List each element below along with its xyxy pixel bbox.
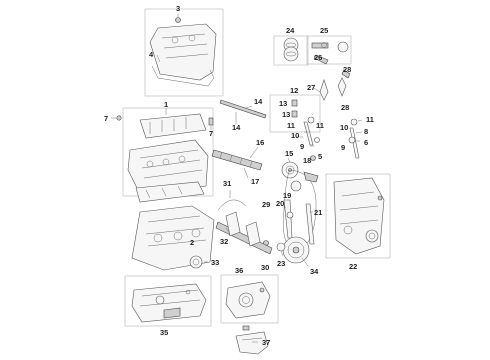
cylinder-head-cover-group — [144, 8, 224, 97]
callout-4: 4 — [149, 50, 154, 59]
callout-26: 26 — [314, 53, 322, 62]
callout-7b: 7 — [209, 129, 213, 138]
callout-29: 29 — [262, 200, 270, 209]
callout-9: 9 — [300, 142, 304, 151]
callout-11c: 11 — [366, 115, 374, 124]
callout-16: 16 — [256, 138, 264, 147]
callout-3: 3 — [176, 4, 180, 13]
callout-5: 5 — [318, 152, 322, 161]
callout-9b: 9 — [341, 143, 345, 152]
callout-33: 33 — [211, 258, 219, 267]
callout-20: 20 — [276, 199, 284, 208]
valve-train-group — [269, 35, 363, 161]
callout-14b: 14 — [232, 123, 241, 132]
callout-13b: 13 — [282, 110, 290, 119]
callout-22: 22 — [349, 262, 357, 271]
callout-23: 23 — [277, 259, 285, 268]
timing-group — [263, 157, 319, 267]
callout-31: 31 — [223, 179, 231, 188]
callout-19: 19 — [283, 191, 291, 200]
cylinder-head-group — [111, 99, 267, 197]
callout-32: 32 — [220, 237, 228, 246]
callout-10b: 10 — [340, 123, 348, 132]
callout-24: 24 — [286, 26, 295, 35]
callout-34: 34 — [310, 267, 319, 276]
timing-cover-group — [325, 173, 391, 259]
oil-pump-group — [220, 274, 279, 324]
callout-30: 30 — [261, 263, 269, 272]
callout-27: 27 — [307, 83, 315, 92]
callout-17: 17 — [251, 177, 259, 186]
callout-36: 36 — [235, 266, 243, 275]
callout-35: 35 — [160, 328, 168, 337]
callout-6: 6 — [364, 138, 368, 147]
callout-10: 10 — [291, 131, 299, 140]
callout-21: 21 — [314, 208, 322, 217]
callout-37: 37 — [262, 338, 270, 347]
callout-11b: 11 — [316, 121, 324, 130]
callout-12: 12 — [290, 86, 298, 95]
callout-18: 18 — [303, 156, 311, 165]
callout-28: 28 — [343, 65, 351, 74]
callout-14: 14 — [254, 97, 263, 106]
oil-pan-group — [124, 275, 212, 327]
callout-labels: 3 4 1 7 2 14 14 7 16 17 24 25 26 28 27 2… — [104, 4, 374, 347]
callout-11: 11 — [287, 121, 295, 130]
callout-28b: 28 — [341, 103, 349, 112]
callout-13: 13 — [279, 99, 287, 108]
engine-block-group — [131, 181, 273, 271]
callout-2: 2 — [190, 238, 194, 247]
callout-25: 25 — [320, 26, 328, 35]
engine-mount-group — [235, 325, 269, 355]
callout-15: 15 — [285, 149, 293, 158]
callout-7: 7 — [104, 114, 108, 123]
callout-1: 1 — [164, 100, 168, 109]
callout-8: 8 — [364, 127, 368, 136]
